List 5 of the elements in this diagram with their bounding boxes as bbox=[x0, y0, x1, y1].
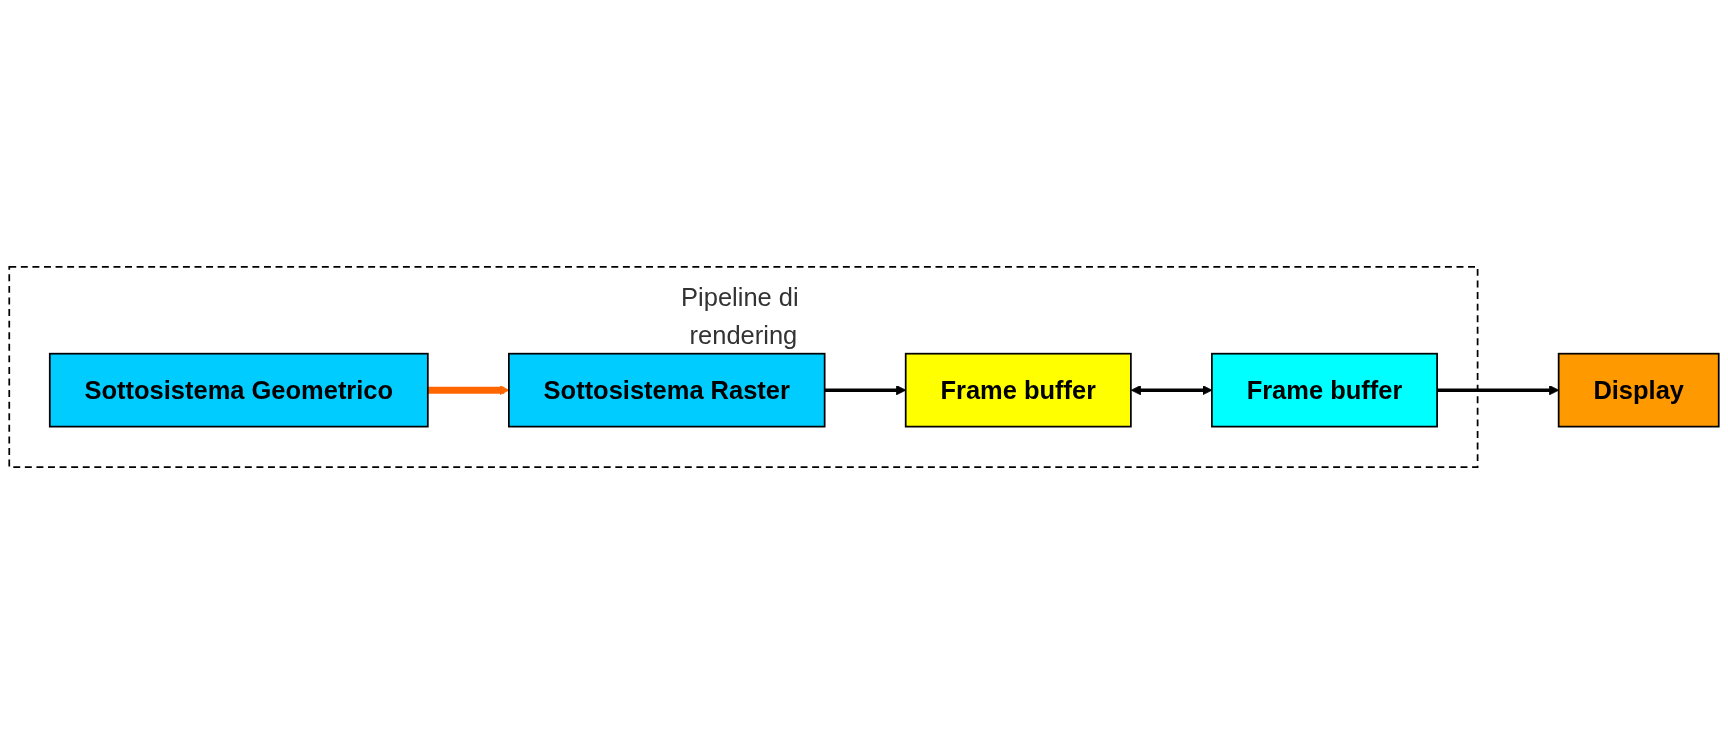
node-box: Sottosistema Geometrico bbox=[48, 352, 429, 428]
node-box: Frame buffer bbox=[1211, 352, 1438, 428]
node-box: Display bbox=[1557, 352, 1720, 428]
node-box: Frame buffer bbox=[904, 352, 1132, 428]
node-box: Sottosistema Raster bbox=[508, 352, 826, 428]
